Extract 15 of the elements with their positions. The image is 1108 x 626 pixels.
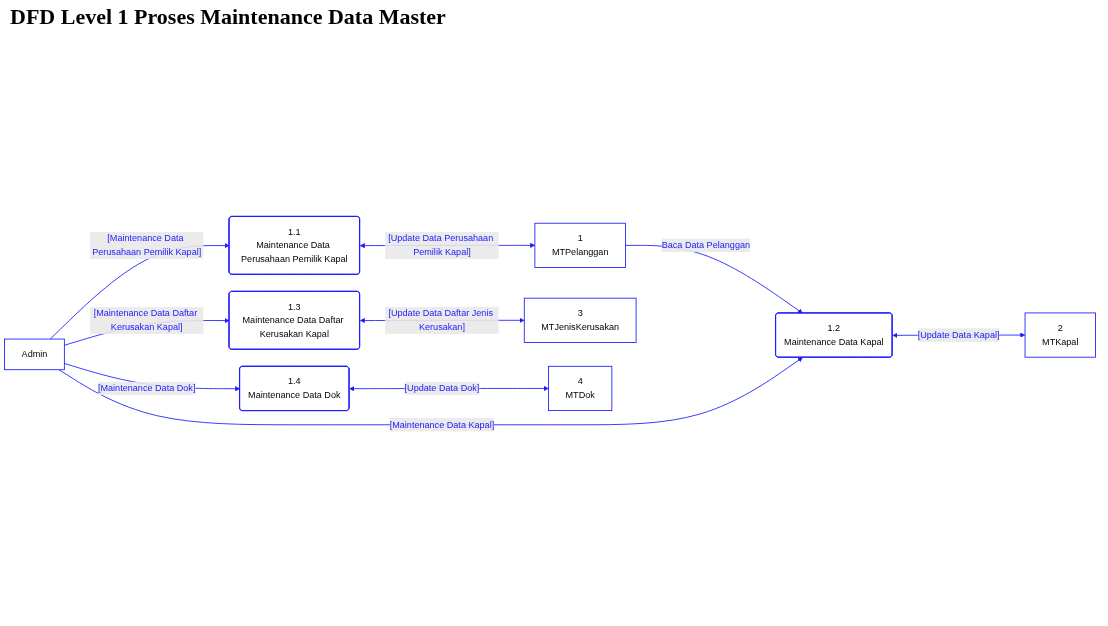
edge-label: Baca Data Pelanggan bbox=[661, 240, 751, 250]
node-box: Admin bbox=[4, 338, 65, 371]
edge-label: [Update Data Dok] bbox=[404, 383, 480, 393]
node-box: 3 MTJenisKerusakan bbox=[523, 297, 637, 343]
edge-label: [Maintenance Data Perusahaan Pemilik Kapal] bbox=[92, 233, 202, 257]
edge-label: [Update Data Perusahaan Pemilik Kapal] bbox=[388, 233, 494, 257]
edge-label: [Update Data Kapal] bbox=[917, 329, 1000, 340]
diagram-title: DFD Level 1 Proses Maintenance Data Master bbox=[10, 4, 447, 30]
edge-label: [Maintenance Data Daftar Kerusakan Kapal] bbox=[93, 308, 198, 332]
edge-label: [Update Data Daftar Jenis Kerusakan] bbox=[388, 308, 493, 332]
node-box: 2 MTKapal bbox=[1024, 312, 1096, 358]
edge-label: [Maintenance Data Dok] bbox=[97, 383, 196, 393]
node-box: 1 MTPelanggan bbox=[534, 222, 626, 268]
node-box: 4 MTDok bbox=[548, 365, 613, 411]
edge-label: [Maintenance Data Kapal] bbox=[389, 419, 495, 430]
